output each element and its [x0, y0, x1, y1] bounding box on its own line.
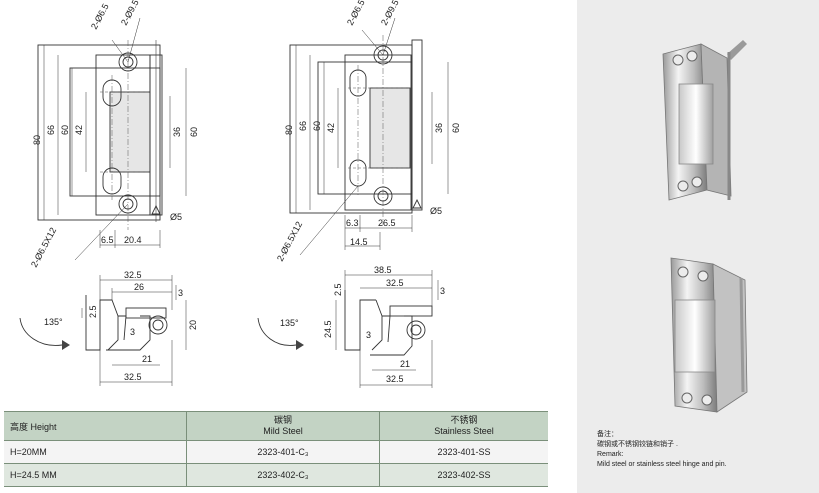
dim-6-3: 6.3	[346, 218, 359, 228]
remark-note: 备注： 碳钢或不锈钢铰链和销子 . Remark: Mild steel or …	[597, 430, 727, 470]
holes-9-5-label-r: 2-Ø9.5	[379, 0, 401, 27]
hinge-photo-top	[662, 40, 747, 201]
right-front-view: 80 66 60 42 36 60 Ø5 6.3 26.5 14.5 2-Ø6.…	[275, 0, 461, 263]
header-mild-cn: 碳钢	[273, 415, 292, 425]
h-total-label: 20	[188, 320, 198, 330]
inner-bottom-label-r: 21	[400, 359, 410, 369]
row2-height: H=24.5 MM	[4, 463, 187, 487]
top-width-2-label-r: 32.5	[386, 278, 404, 288]
bottom-width-label-r: 32.5	[386, 374, 404, 384]
table-row: H=20MM 2323-401-C₃ 2323-401-SS	[4, 440, 548, 464]
row1-stainless: 2323-401-SS	[379, 440, 548, 464]
dim-42-left: 42	[74, 125, 84, 135]
dim-66-left-r: 66	[298, 121, 308, 131]
dim-60-left-r: 60	[312, 121, 322, 131]
left-section-view: 32.5 26 3 2.5 20 3 21 32.5 135°	[19, 270, 198, 386]
table-header-row: 高度 Height 碳钢 Mild Steel 不锈钢 Stainless St…	[4, 411, 548, 441]
row2-stainless: 2323-402-SS	[379, 463, 548, 487]
dim-36-right-r: 36	[434, 123, 444, 133]
inner-bottom-label: 21	[142, 354, 152, 364]
dim-20-4: 20.4	[124, 235, 142, 245]
slot-callout-left: 2-Ø6.5X12	[29, 226, 58, 269]
row2-mild: 2323-402-C₃	[186, 463, 380, 487]
dim-60-left: 60	[60, 125, 70, 135]
row1-height: H=20MM	[4, 440, 187, 464]
bottom-width-label: 32.5	[124, 372, 142, 382]
right-section-view: 38.5 32.5 3 2.5 24.5 3 21 32.5 135°	[257, 265, 445, 388]
h-small-label: 2.5	[88, 305, 98, 318]
holes-6-5-label-r: 2-Ø6.5	[345, 0, 367, 27]
holes-6-5-label: 2-Ø6.5	[89, 2, 111, 31]
leaf-3-label: 3	[130, 327, 135, 337]
thickness-label-r: 3	[440, 286, 445, 296]
header-stainless-en: Stainless Steel	[434, 426, 494, 436]
hinge-photos	[662, 40, 748, 413]
pin-dia-label-r: Ø5	[430, 206, 442, 216]
header-stainless-cn: 不锈钢	[450, 415, 478, 425]
dim-14-5: 14.5	[350, 237, 368, 247]
dim-42-left-r: 42	[326, 123, 336, 133]
remark-cn-text: 碳钢或不锈钢铰链和销子 .	[597, 441, 678, 448]
table-row: H=24.5 MM 2323-402-C₃ 2323-402-SS	[4, 463, 548, 487]
inner-width-label: 26	[134, 282, 144, 292]
angle-label: 135°	[44, 317, 63, 327]
dim-60-right: 60	[189, 127, 199, 137]
angle-label-r: 135°	[280, 318, 299, 328]
top-width-label-r: 38.5	[374, 265, 392, 275]
slot-callout-right: 2-Ø6.5X12	[275, 220, 304, 263]
header-mild-steel: 碳钢 Mild Steel	[186, 411, 380, 441]
dim-80-left-r: 80	[284, 125, 294, 135]
dim-80-left: 80	[32, 135, 42, 145]
header-stainless-steel: 不锈钢 Stainless Steel	[379, 411, 548, 441]
product-photo-panel	[577, 0, 819, 493]
remark-en-title: Remark:	[597, 451, 624, 458]
header-height: 高度 Height	[4, 411, 187, 441]
dim-26-5: 26.5	[378, 218, 396, 228]
h-total-label-r: 24.5	[323, 320, 333, 338]
remark-en-text: Mild steel or stainless steel hinge and …	[597, 461, 727, 468]
thickness-label: 3	[178, 288, 183, 298]
spec-table: 高度 Height 碳钢 Mild Steel 不锈钢 Stainless St…	[4, 411, 548, 487]
pin-dia-label: Ø5	[170, 212, 182, 222]
dim-6-5: 6.5	[101, 235, 114, 245]
left-front-view: 80 66 60 42 36 60 Ø5 6.5 20.4 2-Ø6.5 2-Ø…	[29, 0, 199, 269]
technical-drawing: 80 66 60 42 36 60 Ø5 6.5 20.4 2-Ø6.5 2-Ø…	[19, 0, 461, 388]
dim-66-left: 66	[46, 125, 56, 135]
h-small-label-r: 2.5	[333, 283, 343, 296]
dim-36-right: 36	[172, 127, 182, 137]
holes-9-5-label: 2-Ø9.5	[119, 0, 141, 27]
row1-mild: 2323-401-C₃	[186, 440, 380, 464]
remark-cn-title: 备注：	[597, 431, 618, 438]
header-mild-en: Mild Steel	[263, 426, 303, 436]
top-width-label: 32.5	[124, 270, 142, 280]
dim-60-right-r: 60	[451, 123, 461, 133]
hinge-photo-bottom	[670, 257, 748, 413]
leaf-3-label-r: 3	[366, 330, 371, 340]
